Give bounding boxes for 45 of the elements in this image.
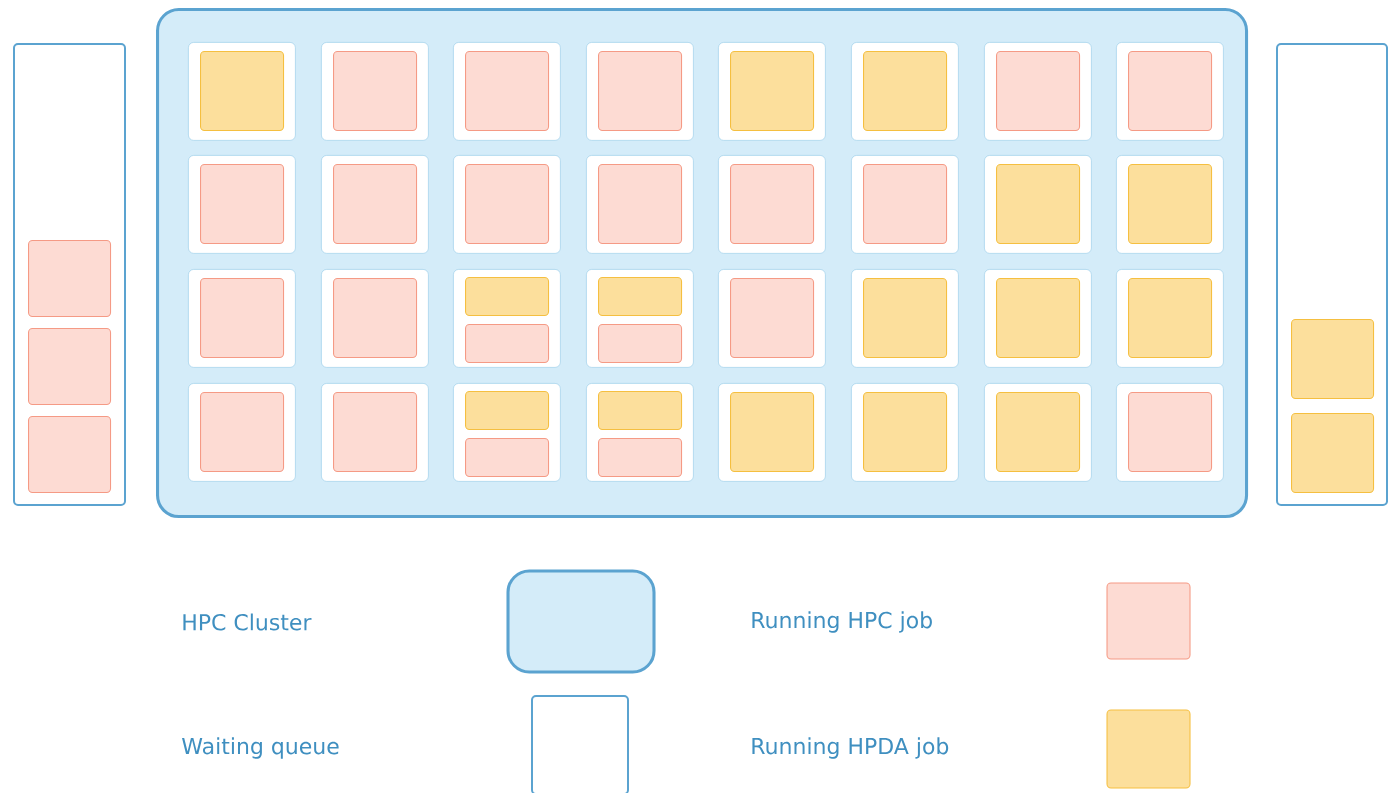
job-box — [200, 392, 285, 473]
job-box — [730, 51, 815, 132]
job-box — [730, 164, 815, 245]
job-box — [996, 392, 1081, 473]
job-box — [333, 278, 418, 359]
job-box — [465, 324, 550, 364]
job-box — [996, 51, 1081, 132]
job-box — [465, 438, 550, 478]
job-box — [465, 391, 550, 431]
job-box — [598, 391, 683, 431]
job-box — [28, 240, 112, 318]
legend-label: HPC Cluster — [183, 613, 312, 631]
job-box — [863, 51, 948, 132]
job-box — [863, 392, 948, 473]
job-box — [598, 324, 683, 364]
job-box — [996, 278, 1081, 359]
job-box — [333, 392, 418, 473]
job-box — [598, 164, 683, 245]
job-box — [598, 51, 683, 132]
job-box — [28, 416, 112, 494]
job-box — [996, 164, 1081, 245]
job-box — [465, 277, 550, 317]
job-box — [1128, 51, 1213, 132]
job-box — [1128, 164, 1213, 245]
job-box — [28, 328, 112, 406]
job-box — [465, 164, 550, 245]
job-box — [333, 164, 418, 245]
job-box — [730, 278, 815, 359]
job-box — [1291, 413, 1375, 494]
legend-label: Waiting queue — [182, 737, 339, 759]
job-box — [200, 278, 285, 359]
job-box — [333, 51, 418, 132]
legend-label: Running HPDA job — [752, 737, 949, 759]
job-box — [598, 277, 683, 317]
job-box — [598, 438, 683, 478]
job-box — [863, 278, 948, 359]
job-box — [730, 392, 815, 473]
job-box — [863, 164, 948, 245]
job-box — [465, 51, 550, 132]
job-box — [1128, 392, 1213, 473]
legend-label: Running HPC job — [752, 611, 932, 633]
job-box — [200, 51, 285, 132]
job-box — [200, 164, 285, 245]
job-box — [1291, 319, 1375, 400]
job-box — [1128, 278, 1213, 359]
